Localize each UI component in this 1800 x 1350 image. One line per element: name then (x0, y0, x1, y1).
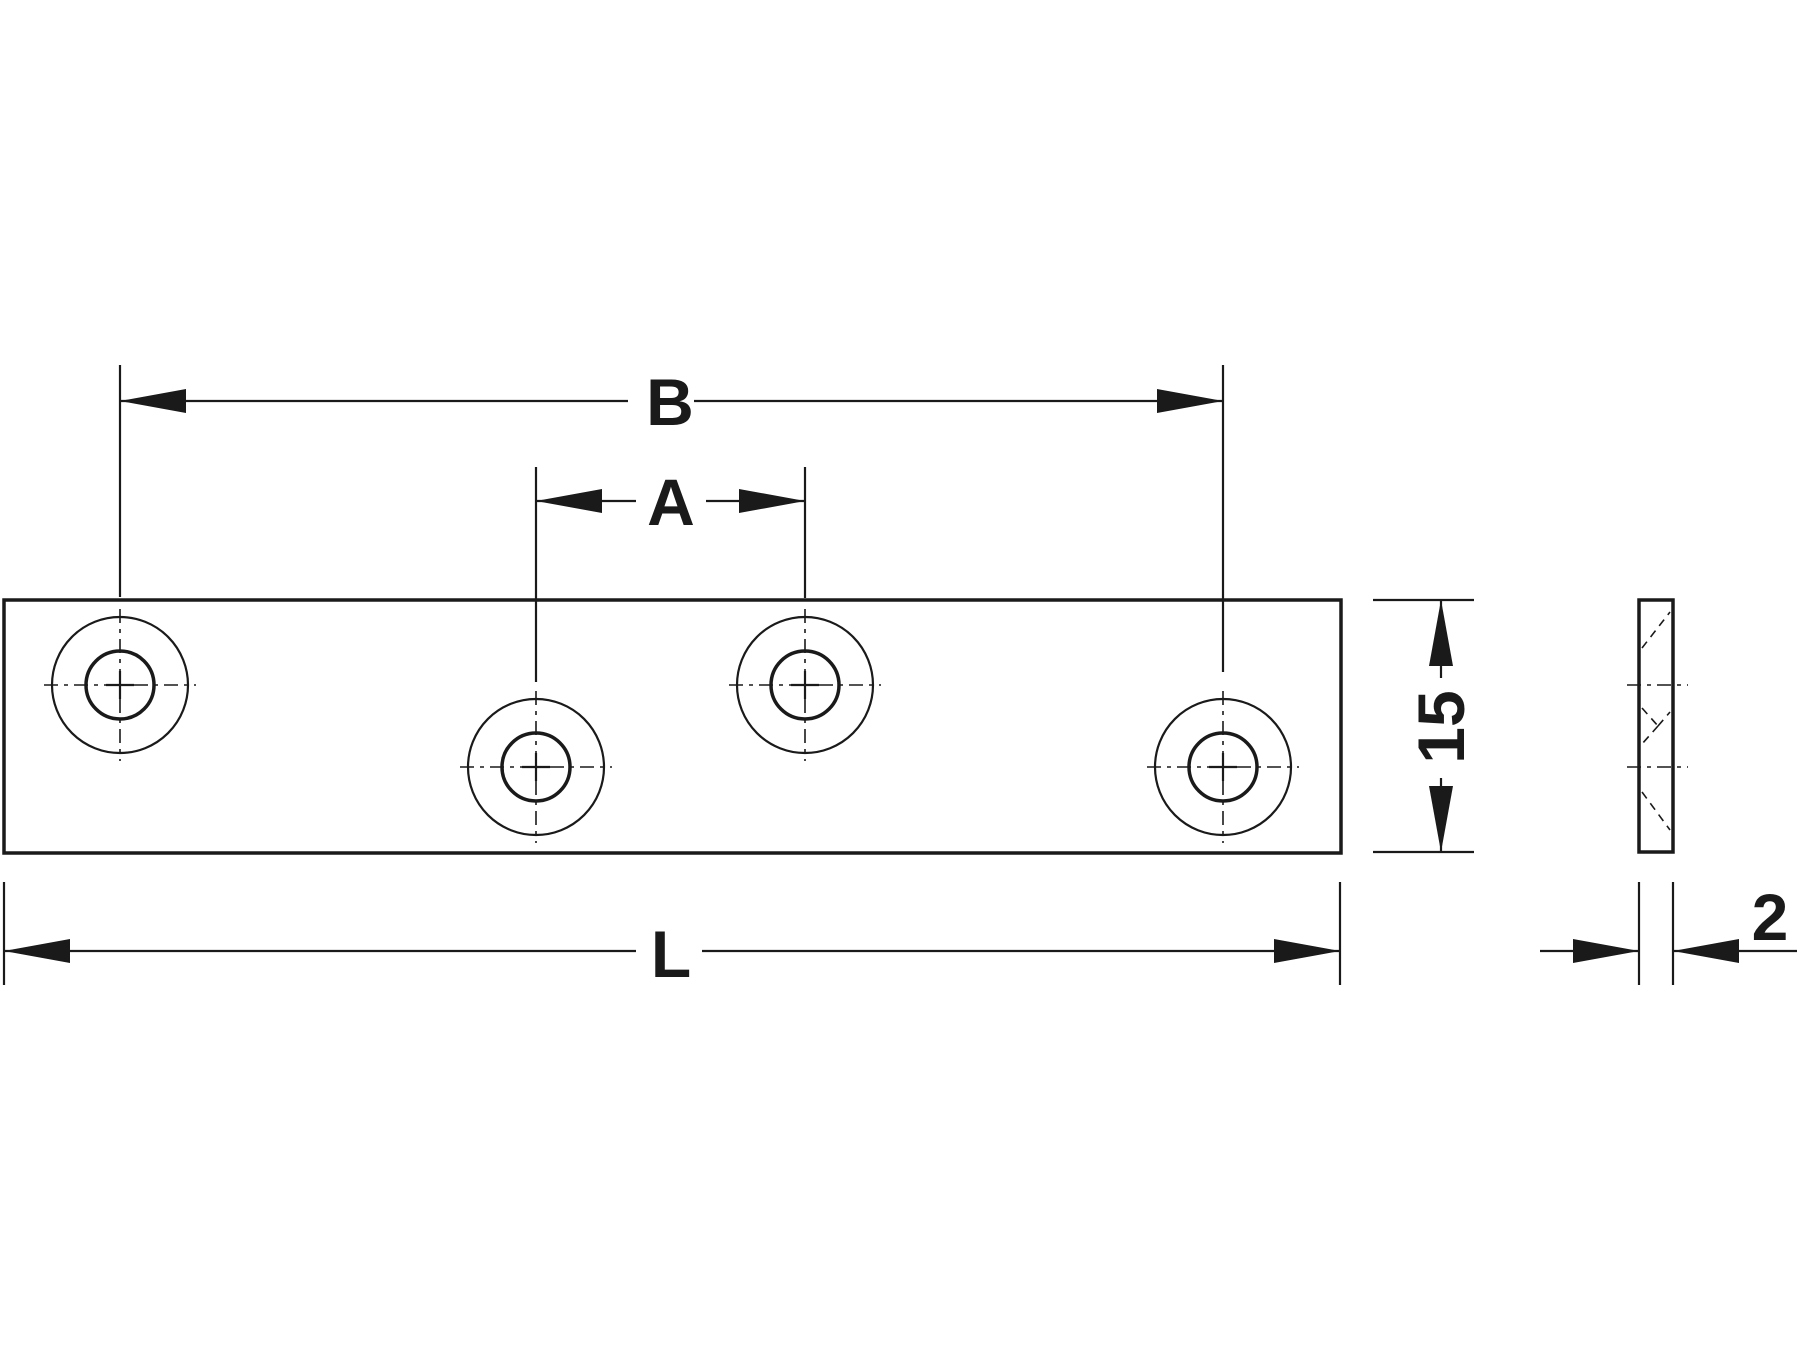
arrowhead (1429, 600, 1453, 666)
plate-front-view (2, 598, 1343, 855)
arrowhead (536, 489, 602, 513)
side-view-outline (1637, 598, 1675, 854)
screw-hole-2 (460, 691, 612, 843)
dimension-b-label: B (646, 365, 694, 439)
arrowhead (1673, 939, 1739, 963)
hidden-line (1657, 711, 1671, 727)
dimension-thickness: 2 (1540, 880, 1797, 985)
hidden-line (1641, 791, 1671, 831)
dimension-l: L (2, 882, 1342, 992)
dimension-thickness-label: 2 (1752, 880, 1789, 954)
dimension-height-label: 15 (1404, 690, 1478, 763)
dimension-height: 15 (1373, 598, 1478, 854)
hidden-line (1641, 707, 1659, 727)
screw-hole-3 (729, 609, 881, 761)
arrowhead (1157, 389, 1223, 413)
screw-hole-1 (44, 609, 196, 761)
plate-side-view (1627, 598, 1688, 854)
arrowhead (1274, 939, 1340, 963)
hidden-line (1641, 725, 1659, 745)
dimension-a-label: A (647, 465, 695, 539)
hidden-line (1641, 611, 1671, 649)
arrowhead (4, 939, 70, 963)
arrowhead (739, 489, 805, 513)
arrowhead (1573, 939, 1639, 963)
dimension-a: A (534, 460, 807, 682)
arrowhead (120, 389, 186, 413)
screw-hole-4 (1147, 691, 1299, 843)
dimension-l-label: L (651, 917, 691, 991)
plate-outline (2, 598, 1343, 855)
arrowhead (1429, 786, 1453, 852)
dimension-b: B (118, 360, 1225, 672)
